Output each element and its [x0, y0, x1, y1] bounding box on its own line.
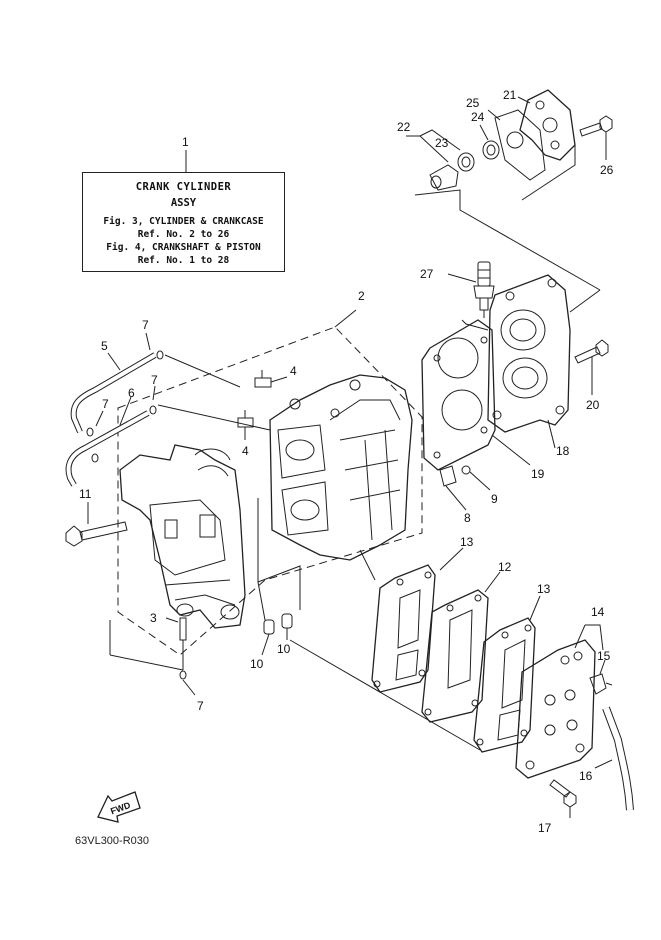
callout-22: 22 [397, 120, 411, 134]
callout-10-b: 10 [277, 642, 291, 656]
dowel-pin-10-a [263, 619, 275, 635]
clip-7-d [91, 453, 99, 463]
reference-code: 63VL300-R030 [75, 835, 150, 847]
clip-7-b [149, 405, 157, 415]
callout-7-d: 7 [197, 699, 204, 713]
valve-22 [429, 164, 459, 191]
gasket-25 [494, 109, 546, 181]
callout-3: 3 [150, 611, 157, 625]
note-line-2: Ref. No. 2 to 26 [137, 229, 230, 240]
callout-6: 6 [128, 386, 135, 400]
bolt-11 [65, 502, 128, 547]
bolt-17 [549, 779, 577, 818]
cylinder-head-18 [487, 274, 571, 433]
callout-7-b: 7 [151, 373, 158, 387]
bracket-8 [439, 465, 467, 511]
leader-13-b [529, 595, 541, 621]
callout-24: 24 [471, 110, 485, 124]
callout-8: 8 [464, 511, 471, 525]
crankcase [119, 444, 246, 629]
exhaust-gasket-13-a [371, 564, 436, 693]
cylinder-block [269, 374, 413, 561]
assembly-note-box: CRANK CYLINDER ASSY Fig. 3, CYLINDER & C… [82, 172, 285, 272]
hose-5 [70, 352, 157, 434]
leader-21 [517, 96, 531, 104]
bolt-20 [574, 339, 609, 395]
leader-2 [334, 309, 357, 328]
callout-10-a: 10 [250, 657, 264, 671]
callout-26: 26 [600, 163, 614, 177]
note-line-3: Fig. 4, CRANKSHAFT & PISTON [106, 242, 261, 253]
screw-9 [461, 465, 491, 491]
callout-15: 15 [597, 649, 611, 663]
nipple-4-lower [237, 410, 254, 440]
thermostat-cover-21 [519, 89, 576, 161]
callout-13-a: 13 [460, 535, 474, 549]
leader-18 [547, 419, 556, 449]
callout-18: 18 [556, 444, 570, 458]
callout-19: 19 [531, 467, 545, 481]
callout-4-lower: 4 [242, 444, 249, 458]
callout-14: 14 [591, 605, 605, 619]
note-line-4: Ref. No. 1 to 28 [137, 255, 230, 266]
leader-12 [484, 571, 501, 593]
fwd-arrow [97, 791, 141, 823]
clip-7-a [156, 350, 164, 360]
note-line-1: Fig. 3, CYLINDER & CRANKCASE [103, 216, 264, 227]
callout-2: 2 [358, 289, 365, 303]
spark-plug-27 [473, 261, 495, 318]
head-gasket-19 [421, 319, 496, 471]
callout-20: 20 [586, 398, 600, 412]
callout-7-a: 7 [142, 318, 149, 332]
leader-13-a [439, 547, 464, 571]
callout-13-b: 13 [537, 582, 551, 596]
fwd-label: FWD [109, 800, 132, 817]
callout-16: 16 [579, 769, 593, 783]
callout-23: 23 [435, 136, 449, 150]
nipple-4-upper [254, 370, 288, 388]
callout-21: 21 [503, 88, 517, 102]
callout-17: 17 [538, 821, 552, 835]
dowel-pin-10-b [281, 613, 293, 629]
exhaust-cover-12 [421, 589, 489, 723]
note-title: CRANK CYLINDER [135, 181, 232, 193]
fitting-15 [589, 673, 613, 695]
bolt-26 [579, 115, 613, 160]
callout-9: 9 [491, 492, 498, 506]
leader-19 [491, 434, 531, 466]
callout-1: 1 [182, 135, 189, 149]
seal-23 [457, 152, 475, 172]
callout-7-c: 7 [102, 397, 109, 411]
callout-12: 12 [498, 560, 512, 574]
assembly-outline [117, 326, 423, 656]
note-subtitle: ASSY [170, 197, 197, 209]
hose-16 [602, 706, 634, 811]
pin-3 [165, 617, 196, 696]
clip-7-c [86, 427, 94, 437]
thermostat-24 [482, 140, 500, 160]
callout-5: 5 [101, 339, 108, 353]
hose-6 [65, 410, 150, 487]
callout-11: 11 [79, 487, 92, 501]
callout-25: 25 [466, 96, 480, 110]
callout-27: 27 [420, 267, 434, 281]
callout-4-upper: 4 [290, 364, 297, 378]
exhaust-outer-cover-14 [515, 639, 596, 779]
